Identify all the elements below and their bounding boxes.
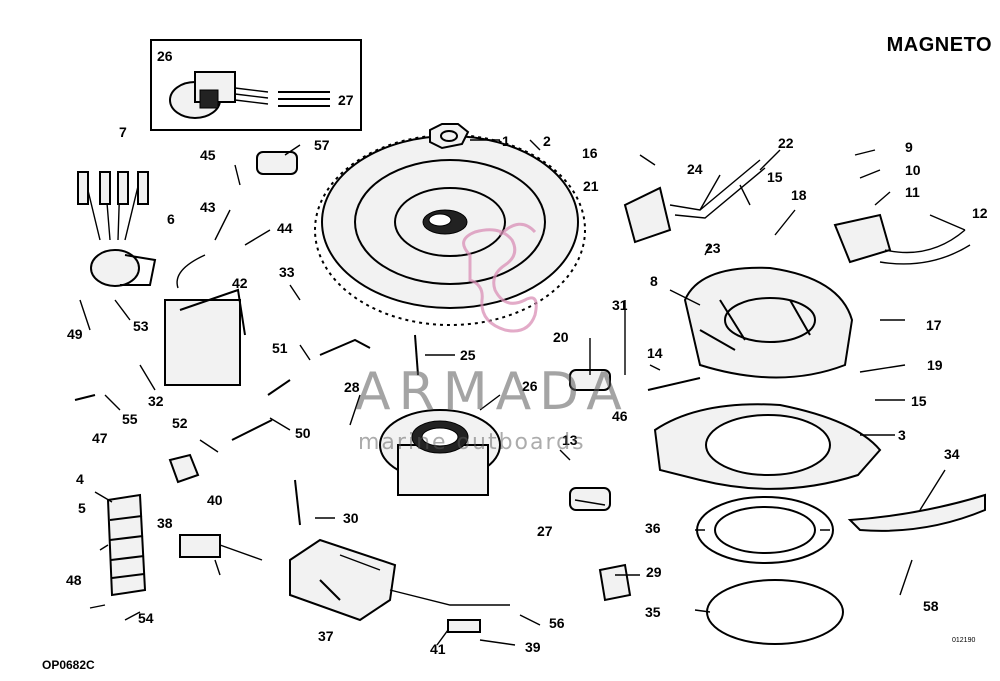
- cam-shoe: [847, 493, 986, 532]
- callout-41: 41: [430, 641, 446, 657]
- callout-57: 57: [314, 137, 330, 153]
- callout-38: 38: [157, 515, 173, 531]
- rectifier: [77, 171, 157, 287]
- watermark-brand: ARMADA: [355, 362, 630, 422]
- leader-lines: [79, 139, 966, 646]
- callout-4: 4: [76, 471, 84, 487]
- power-pack: [289, 538, 510, 622]
- callout-37: 37: [318, 628, 334, 644]
- callout-43: 43: [200, 199, 216, 215]
- callout-6: 6: [167, 211, 175, 227]
- callout-27b: 27: [537, 523, 553, 539]
- callout-22: 22: [778, 135, 794, 151]
- callout-21: 21: [583, 178, 599, 194]
- callout-13: 13: [562, 432, 578, 448]
- seahorse-logo: [462, 222, 538, 333]
- retainer-plate: [653, 403, 882, 490]
- callout-53: 53: [133, 318, 149, 334]
- callout-25: 25: [460, 347, 476, 363]
- callout-33: 33: [279, 264, 295, 280]
- callout-labels: 1 2 3 4 5 6 7 8 9 10 11 12 13 14 15 15 1…: [66, 48, 988, 657]
- timer-base-assembly: [833, 213, 971, 265]
- callout-29: 29: [646, 564, 662, 580]
- diagram-title: MAGNETO: [886, 34, 992, 56]
- retaining-ring: [706, 579, 844, 645]
- support-ring: [696, 496, 834, 564]
- callout-20: 20: [553, 329, 569, 345]
- callout-17: 17: [926, 317, 942, 333]
- callout-47: 47: [92, 430, 108, 446]
- terminal-block: [106, 493, 147, 597]
- callout-23: 23: [705, 240, 721, 256]
- callout-32: 32: [148, 393, 164, 409]
- callout-9: 9: [905, 139, 913, 155]
- callout-35: 35: [645, 604, 661, 620]
- callout-24: 24: [687, 161, 703, 177]
- flywheel-nut: [429, 123, 470, 150]
- armature-plate: [683, 266, 854, 379]
- inset-detail: [150, 39, 362, 131]
- callout-8: 8: [650, 273, 658, 289]
- callout-26a: 26: [157, 48, 173, 64]
- callout-5: 5: [78, 500, 86, 516]
- small-reference-code: 012190: [952, 637, 976, 644]
- callout-34: 34: [944, 446, 960, 462]
- callout-30: 30: [343, 510, 359, 526]
- callout-2: 2: [543, 133, 551, 149]
- ignition-coil: [164, 254, 246, 386]
- callout-19: 19: [927, 357, 943, 373]
- callout-45: 45: [200, 147, 216, 163]
- callout-48: 48: [66, 572, 82, 588]
- callout-10: 10: [905, 162, 921, 178]
- watermark-tagline: marine outboards: [358, 430, 586, 455]
- callout-50: 50: [295, 425, 311, 441]
- callout-42: 42: [232, 275, 248, 291]
- callout-54: 54: [138, 610, 154, 626]
- callout-18: 18: [791, 187, 807, 203]
- callout-44: 44: [277, 220, 293, 236]
- callout-40: 40: [207, 492, 223, 508]
- drawing-code: OP0682C: [42, 658, 95, 672]
- callout-12: 12: [972, 205, 988, 221]
- callout-27a: 27: [338, 92, 354, 108]
- callout-3: 3: [898, 427, 906, 443]
- callout-16: 16: [582, 145, 598, 161]
- callout-14: 14: [647, 345, 663, 361]
- callout-26b: 26: [522, 378, 538, 394]
- stator: [379, 409, 501, 496]
- callout-39: 39: [525, 639, 541, 655]
- callout-49: 49: [67, 326, 83, 342]
- callout-15b: 15: [911, 393, 927, 409]
- callout-36: 36: [645, 520, 661, 536]
- callout-31: 31: [612, 297, 628, 313]
- callout-46: 46: [612, 408, 628, 424]
- callout-1: 1: [502, 133, 510, 149]
- flywheel: [314, 134, 586, 326]
- callout-28: 28: [344, 379, 360, 395]
- callout-56: 56: [549, 615, 565, 631]
- callout-55: 55: [122, 411, 138, 427]
- callout-51: 51: [272, 340, 288, 356]
- callout-58: 58: [923, 598, 939, 614]
- callout-52: 52: [172, 415, 188, 431]
- callout-11: 11: [905, 184, 920, 200]
- callout-7: 7: [119, 124, 127, 140]
- callout-15a: 15: [767, 169, 783, 185]
